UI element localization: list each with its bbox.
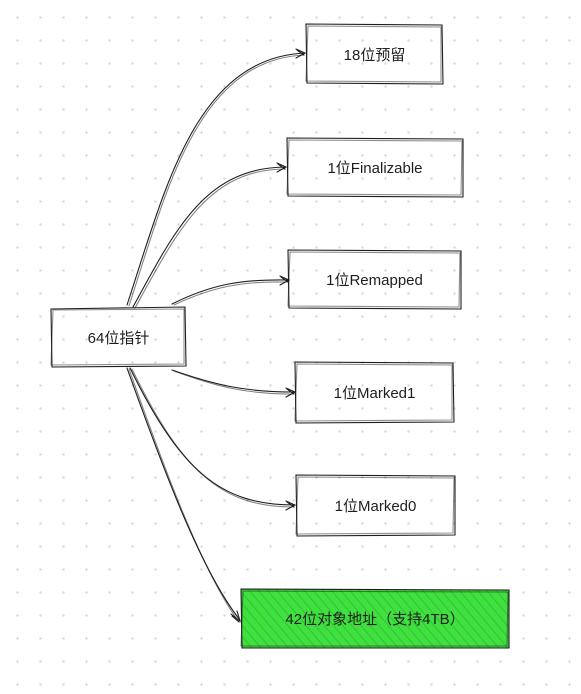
connector-marked0 [129, 367, 297, 511]
connector-object-address [126, 367, 242, 623]
connector-18bit-reserved [126, 48, 307, 307]
node-18bit-reserved-box [305, 23, 444, 85]
connector-marked1 [171, 369, 297, 398]
node-finalizable-box [286, 137, 464, 198]
node-marked0-box [295, 474, 456, 537]
node-object-address-box [240, 588, 510, 649]
node-marked1-box [294, 361, 455, 424]
connector-remapped [171, 275, 291, 306]
connector-finalizable [132, 162, 288, 309]
node-64bit-pointer-box [50, 306, 187, 368]
node-remapped-box [287, 249, 462, 310]
